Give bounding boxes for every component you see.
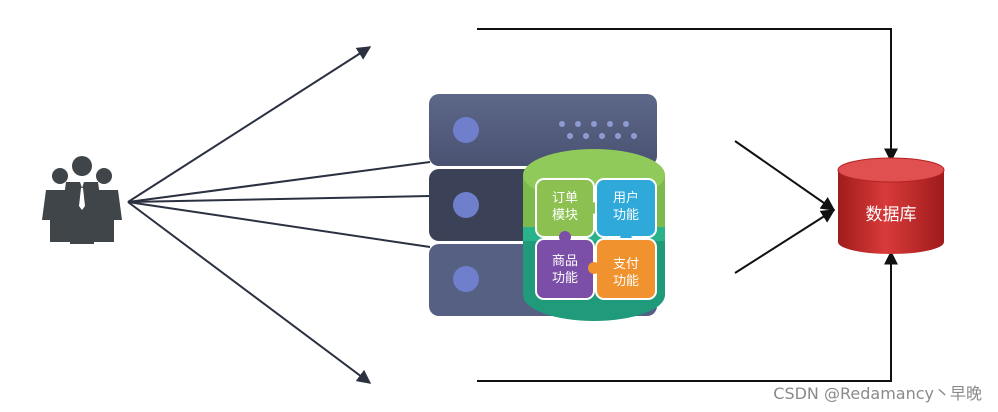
user-request-arrows bbox=[127, 46, 431, 384]
arrow-to-top bbox=[127, 46, 372, 203]
top-route-arrow bbox=[477, 28, 898, 163]
line-to-server-3 bbox=[127, 201, 431, 248]
module-product: 商品 功能 bbox=[535, 231, 595, 300]
arrow-to-bottom bbox=[127, 201, 372, 384]
server-led-3 bbox=[453, 266, 479, 292]
database-label: 数据库 bbox=[866, 205, 917, 224]
module-order: 订单 模块 bbox=[535, 178, 602, 238]
server-vent-dots bbox=[559, 121, 637, 139]
module-product-line-1: 商品 bbox=[552, 253, 578, 268]
database-icon: 数据库 bbox=[837, 157, 945, 254]
line-to-server-2 bbox=[127, 195, 431, 203]
module-payment-line-1: 支付 bbox=[613, 256, 639, 271]
server-to-db-arrow-2 bbox=[734, 209, 836, 274]
module-user-line-1: 用户 bbox=[613, 190, 639, 205]
module-user: 用户 功能 bbox=[595, 178, 657, 245]
line-to-server-1 bbox=[127, 161, 431, 203]
watermark: CSDN @Redamancy丶早晚 bbox=[773, 384, 982, 403]
module-user-line-2: 功能 bbox=[613, 207, 639, 222]
server-led-2 bbox=[453, 192, 479, 218]
server-unit-1 bbox=[429, 94, 657, 166]
bottom-route-arrow bbox=[477, 250, 898, 382]
users-icon bbox=[42, 156, 122, 244]
module-payment-line-2: 功能 bbox=[613, 273, 639, 288]
server-to-db-arrow-1 bbox=[734, 140, 836, 211]
module-order-line-2: 模块 bbox=[552, 207, 578, 222]
module-order-line-1: 订单 bbox=[552, 190, 578, 205]
database-connectors bbox=[477, 28, 898, 382]
server-led-1 bbox=[453, 117, 479, 143]
module-payment: 支付 功能 bbox=[588, 238, 657, 300]
module-product-line-2: 功能 bbox=[552, 270, 578, 285]
